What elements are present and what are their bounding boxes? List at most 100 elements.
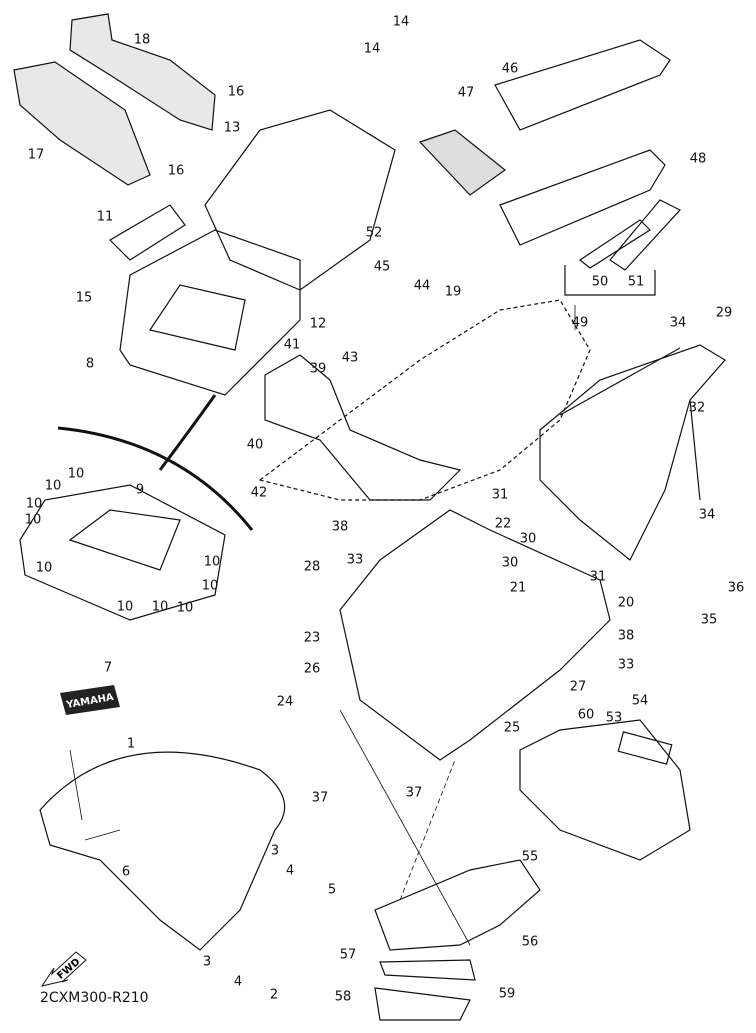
callout-9: 9 (135, 482, 145, 498)
callout-46: 46 (501, 61, 519, 77)
callout-13: 13 (223, 120, 241, 136)
callout-29: 29 (715, 305, 733, 321)
callout-32: 32 (688, 400, 706, 416)
callout-10: 10 (201, 578, 219, 594)
callout-19: 19 (444, 284, 462, 300)
callout-40: 40 (246, 437, 264, 453)
callout-28: 28 (303, 559, 321, 575)
callout-34: 34 (669, 315, 687, 331)
diagram-code: 2CXM300-R210 (40, 990, 149, 1006)
callout-37: 37 (311, 790, 329, 806)
callout-52: 52 (365, 225, 383, 241)
callout-50: 50 (591, 274, 609, 290)
callout-58: 58 (334, 989, 352, 1005)
callout-3: 3 (202, 954, 212, 970)
callout-10: 10 (116, 599, 134, 615)
callout-23: 23 (303, 630, 321, 646)
part-11 (109, 204, 186, 261)
callout-16: 16 (167, 163, 185, 179)
part-holder (204, 109, 396, 291)
callout-4: 4 (285, 863, 295, 879)
callout-7: 7 (103, 660, 113, 676)
part-46 (494, 39, 671, 131)
callout-49: 49 (571, 315, 589, 331)
callout-38: 38 (331, 519, 349, 535)
callout-14: 14 (363, 41, 381, 57)
callout-37: 37 (405, 785, 423, 801)
callout-33: 33 (346, 552, 364, 568)
part-34-upper (559, 347, 681, 416)
callout-59: 59 (498, 986, 516, 1002)
part-20 (339, 509, 611, 761)
part-39 (264, 354, 462, 501)
yamaha-emblem-decal: YAMAHA (60, 685, 120, 715)
callout-3: 3 (270, 843, 280, 859)
callout-54: 54 (631, 693, 649, 709)
callout-48: 48 (689, 151, 707, 167)
part-54 (617, 731, 673, 765)
callout-30: 30 (519, 531, 537, 547)
callout-20: 20 (617, 595, 635, 611)
callout-14: 14 (392, 14, 410, 30)
fwd-arrow-icon: FWD (40, 951, 87, 987)
leader-line (69, 749, 83, 821)
callout-42: 42 (250, 485, 268, 501)
part-47 (418, 129, 506, 196)
part-57 (379, 959, 476, 981)
callout-18: 18 (133, 32, 151, 48)
callout-39: 39 (309, 361, 327, 377)
callout-5: 5 (327, 882, 337, 898)
inset-frame (19, 484, 226, 621)
callout-57: 57 (339, 947, 357, 963)
callout-25: 25 (503, 720, 521, 736)
callout-27: 27 (569, 679, 587, 695)
part-bag (499, 149, 666, 246)
inset-arrow (158, 394, 217, 471)
leader-line (84, 829, 121, 841)
leader-lines (69, 305, 576, 946)
part-29 (539, 344, 726, 561)
callout-51: 51 (627, 274, 645, 290)
callout-8: 8 (85, 356, 95, 372)
leader-line (339, 709, 471, 946)
callout-21: 21 (509, 580, 527, 596)
callout-33: 33 (617, 657, 635, 673)
part-58 (374, 987, 471, 1021)
callout-22: 22 (494, 516, 512, 532)
part-53 (519, 719, 691, 861)
callout-15: 15 (75, 290, 93, 306)
part-51 (609, 199, 681, 271)
callout-10: 10 (67, 466, 85, 482)
callout-31: 31 (589, 569, 607, 585)
callout-10: 10 (35, 560, 53, 576)
part-50 (578, 219, 651, 269)
callout-10: 10 (24, 512, 42, 528)
callout-36: 36 (727, 580, 745, 596)
part-1 (39, 751, 286, 951)
callout-43: 43 (341, 350, 359, 366)
callout-16: 16 (227, 84, 245, 100)
callout-1: 1 (126, 736, 136, 752)
bracket-49 (564, 265, 656, 296)
callout-12: 12 (309, 316, 327, 332)
part-18 (69, 13, 216, 131)
callout-31: 31 (491, 487, 509, 503)
callout-44: 44 (413, 278, 431, 294)
callout-41: 41 (283, 337, 301, 353)
callout-4: 4 (233, 974, 243, 990)
callout-56: 56 (521, 934, 539, 950)
part-8-inner (149, 284, 246, 351)
callout-10: 10 (176, 600, 194, 616)
callout-35: 35 (700, 612, 718, 628)
callout-2: 2 (269, 987, 279, 1003)
inset-arc (57, 426, 254, 531)
inset-frame-inner (68, 509, 181, 571)
callout-55: 55 (521, 849, 539, 865)
callout-24: 24 (276, 694, 294, 710)
callout-34: 34 (698, 507, 716, 523)
callout-26: 26 (303, 661, 321, 677)
callout-17: 17 (27, 147, 45, 163)
callout-10: 10 (203, 554, 221, 570)
part-17 (13, 61, 151, 186)
